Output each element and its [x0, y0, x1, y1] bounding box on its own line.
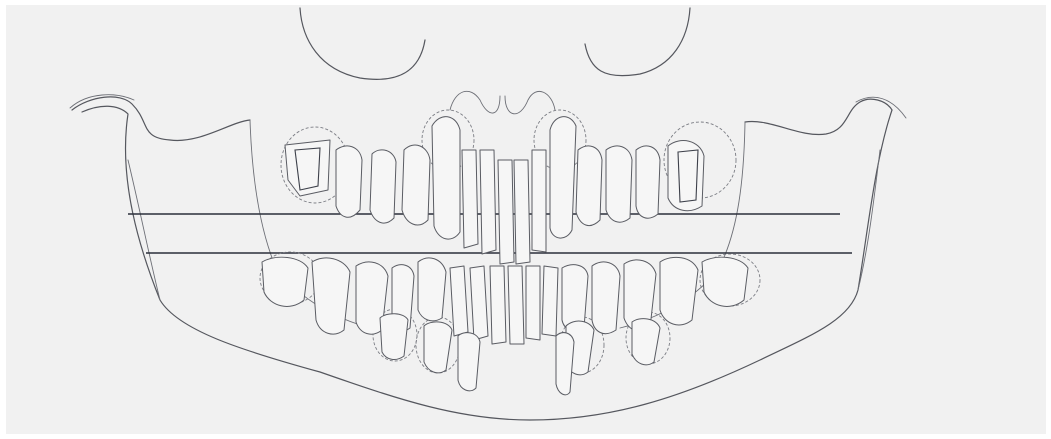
upper-teeth [285, 117, 704, 264]
lower-teeth [262, 257, 748, 344]
maxilla-outline [300, 8, 690, 114]
mandible-outline [70, 95, 906, 420]
